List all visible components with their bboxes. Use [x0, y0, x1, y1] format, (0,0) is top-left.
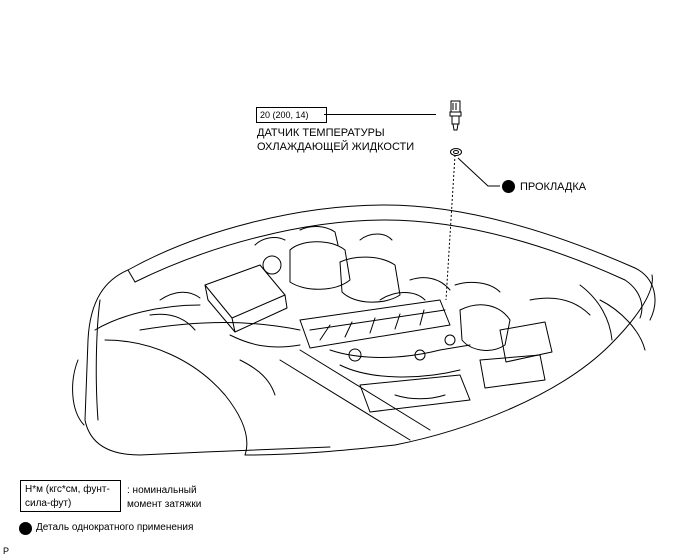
legend-non-reusable-dot-icon [19, 522, 32, 535]
legend-units-line1: Н*м (кгс*см, фунт- [25, 484, 110, 495]
legend-units-line2: сила-фут) [25, 498, 72, 509]
corner-label: P [3, 546, 10, 556]
legend-desc-line2: момент затяжки [127, 499, 202, 510]
torque-callout-box: 20 (200, 14) [256, 107, 327, 123]
sensor-label: ДАТЧИК ТЕМПЕРАТУРЫ ОХЛАЖДАЮЩЕЙ ЖИДКОСТИ [257, 126, 414, 154]
sensor-label-line2: ОХЛАЖДАЮЩЕЙ ЖИДКОСТИ [257, 141, 415, 153]
non-reusable-dot-icon [502, 180, 515, 193]
coolant-temp-sensor-icon [449, 100, 462, 131]
legend-non-reusable-label: Деталь однократного применения [36, 522, 194, 533]
legend-torque-units-box: Н*м (кгс*см, фунт- сила-фут) [20, 480, 121, 512]
torque-value: 20 (200, 14) [260, 110, 309, 120]
gasket-icon [450, 148, 462, 156]
legend-torque-description: : номинальный момент затяжки [127, 484, 201, 512]
legend-desc-line1: : номинальный [127, 485, 197, 496]
torque-leader-line [324, 114, 436, 115]
sensor-label-line1: ДАТЧИК ТЕМПЕРАТУРЫ [257, 127, 385, 139]
gasket-label: ПРОКЛАДКА [520, 181, 587, 193]
